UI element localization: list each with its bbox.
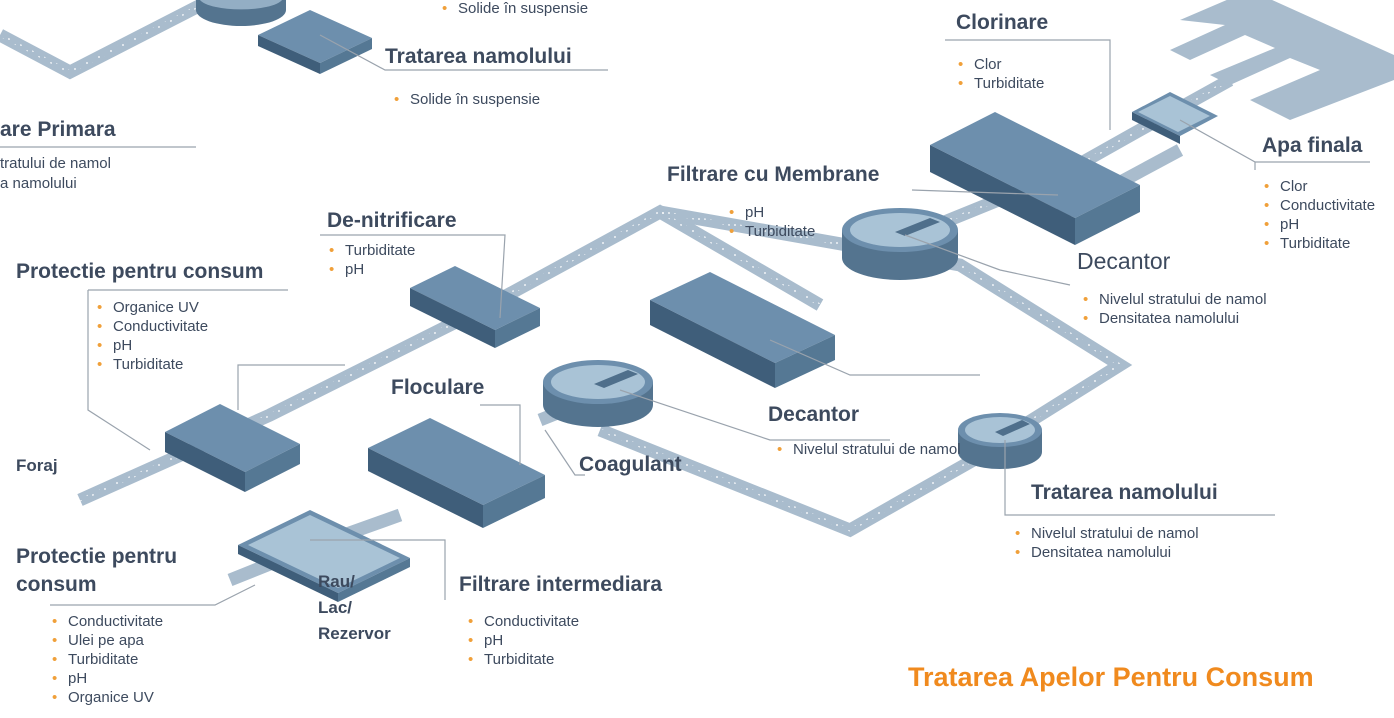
top-solids-item: Solide în suspensie [440, 0, 588, 18]
intermediate-item: pH [466, 631, 579, 650]
membrane-title: Filtrare cu Membrane [667, 163, 880, 186]
protection-1-item: pH [95, 336, 208, 355]
protection-1-item: Turbiditate [95, 355, 208, 374]
protection-1-item: Organice UV [95, 298, 208, 317]
protection-2-title-line2: consum [16, 573, 97, 596]
protection-2-item: pH [50, 669, 163, 688]
pipe-top-left [0, 0, 225, 80]
final-water-title: Apa finala [1262, 134, 1363, 157]
tank-membrane [842, 208, 958, 280]
intermediate-title: Filtrare intermediara [459, 573, 663, 596]
final-water-item: Turbiditate [1262, 234, 1375, 253]
decantor-right-title: Decantor [1077, 248, 1171, 274]
sludge-top-list: Solide în suspensie [392, 90, 540, 109]
denitrification-title: De-nitrificare [327, 209, 457, 232]
intermediate-item: Turbiditate [466, 650, 579, 669]
river-line3: Rezervor [318, 624, 391, 643]
river-line1: Rau/ [318, 572, 355, 591]
sludge-top-title: Tratarea namolului [385, 45, 572, 68]
box-protection [165, 404, 300, 492]
intermediate-list: Conductivitate pH Turbiditate [466, 612, 579, 669]
tray-intake [238, 510, 410, 602]
decantor-center-item: Nivelul stratului de namol [775, 440, 961, 459]
decantor-right-item: Densitatea namolului [1081, 309, 1267, 328]
membrane-item: pH [727, 203, 815, 222]
protection-1-item: Conductivitate [95, 317, 208, 336]
primary-item-2: a namolului [0, 175, 77, 192]
chlorination-item: Turbiditate [956, 74, 1044, 93]
tank-center [543, 360, 653, 427]
decantor-right-item: Nivelul stratului de namol [1081, 290, 1267, 309]
protection-1-title: Protectie pentru consum [16, 260, 264, 283]
tank-top-left [196, 0, 286, 26]
denitrification-list: Turbiditate pH [327, 241, 415, 279]
final-water-list: Clor Conductivitate pH Turbiditate [1262, 177, 1375, 253]
membrane-list: pH Turbiditate [727, 203, 815, 241]
box-mid [650, 272, 835, 388]
diagram-main-title: Tratarea Apelor Pentru Consum [908, 662, 1314, 692]
sludge-bottom-list: Nivelul stratului de namol Densitatea na… [1013, 524, 1199, 562]
box-chlorination [930, 112, 1140, 245]
box-flocculation [368, 418, 545, 528]
chlorination-item: Clor [956, 55, 1044, 74]
box-sludge-top [258, 10, 372, 74]
coagulant-title: Coagulant [579, 453, 682, 476]
primary-title: are Primara [0, 118, 116, 141]
protection-2-item: Ulei pe apa [50, 631, 163, 650]
chlorination-list: Clor Turbiditate [956, 55, 1044, 93]
sludge-bottom-item: Densitatea namolului [1013, 543, 1199, 562]
chlorination-title: Clorinare [956, 11, 1049, 34]
final-water-item: Clor [1262, 177, 1375, 196]
decantor-center-list: Nivelul stratului de namol [775, 440, 961, 459]
sludge-bottom-item: Nivelul stratului de namol [1013, 524, 1199, 543]
protection-1-list: Organice UV Conductivitate pH Turbiditat… [95, 298, 208, 374]
river-line2: Lac/ [318, 598, 353, 617]
protection-2-title-line1: Protectie pentru [16, 545, 178, 568]
decantor-right-list: Nivelul stratului de namol Densitatea na… [1081, 290, 1267, 328]
box-denitrification [410, 266, 540, 348]
borehole-title: Foraj [16, 456, 58, 475]
final-water-item: Conductivitate [1262, 196, 1375, 215]
membrane-item: Turbiditate [727, 222, 815, 241]
denitrification-item: Turbiditate [327, 241, 415, 260]
protection-2-list: Conductivitate Ulei pe apa Turbiditate p… [50, 612, 163, 707]
flocculation-title: Floculare [391, 376, 485, 399]
protection-2-item: Turbiditate [50, 650, 163, 669]
distribution-comb [1170, 0, 1394, 120]
primary-item-1: tratului de namol [0, 155, 111, 172]
tray-final [1132, 92, 1218, 144]
tank-sludge-bottom [958, 413, 1042, 469]
denitrification-item: pH [327, 260, 415, 279]
equipment [165, 0, 1394, 602]
protection-2-item: Conductivitate [50, 612, 163, 631]
sludge-bottom-title: Tratarea namolului [1031, 481, 1218, 504]
sludge-top-item: Solide în suspensie [392, 90, 540, 109]
protection-2-item: Organice UV [50, 688, 163, 707]
top-solids-list: Solide în suspensie [440, 0, 588, 18]
intermediate-item: Conductivitate [466, 612, 579, 631]
final-water-item: pH [1262, 215, 1375, 234]
decantor-center-title: Decantor [768, 403, 860, 426]
